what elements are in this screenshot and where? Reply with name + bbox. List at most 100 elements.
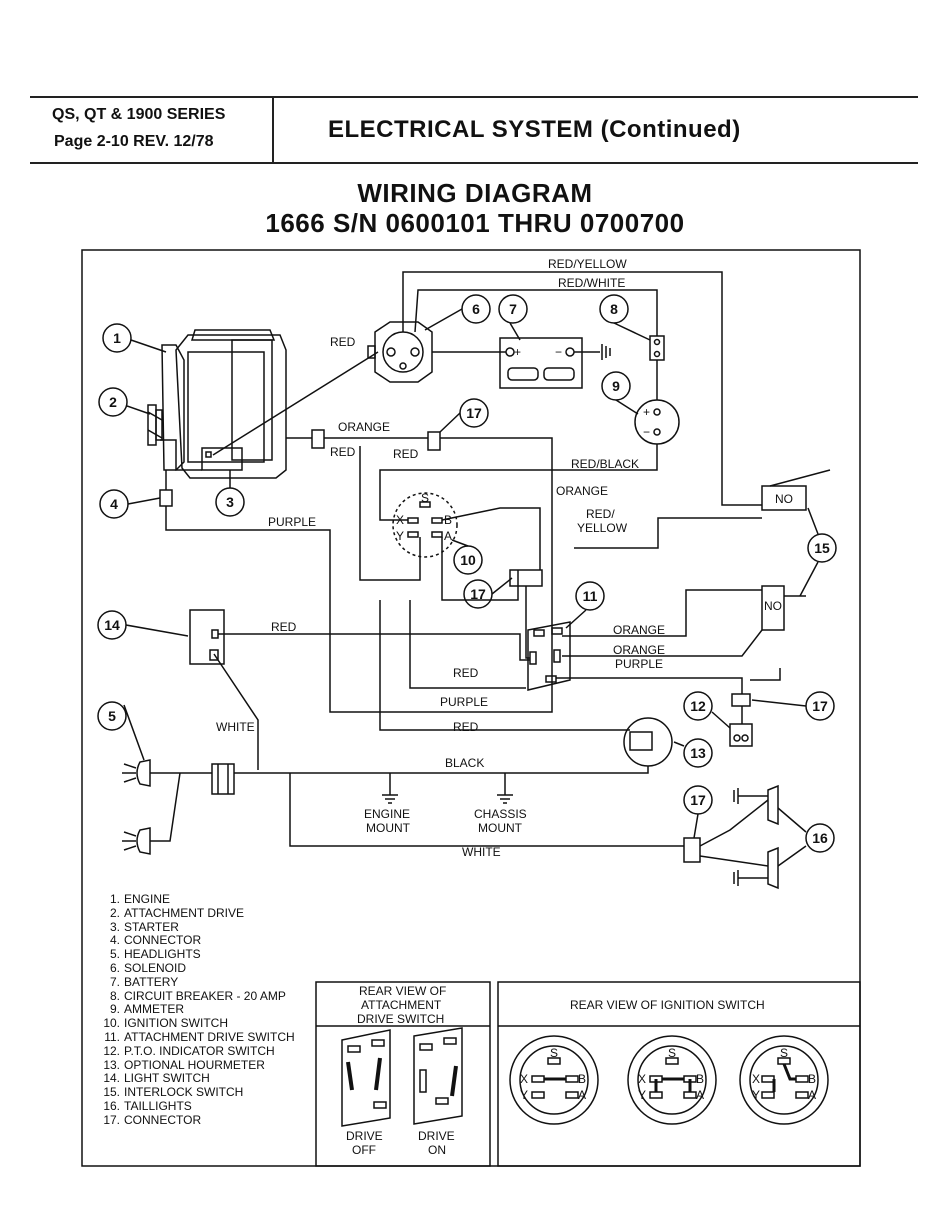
drive-on-1: DRIVE [418,1129,455,1143]
battery [499,337,583,389]
label-red-solenoid: RED [330,335,356,349]
label-minus: − [555,345,562,359]
terminal-label: A [696,1088,704,1102]
label-ign-s: S [421,491,429,505]
label-plus: + [514,345,521,359]
ammeter [634,399,680,445]
callout-10: 10 [460,552,476,568]
legend-item: 8.CIRCUIT BREAKER - 20 AMP [109,988,286,1003]
headlight-lower [136,827,151,855]
terminal-label: B [578,1072,586,1086]
label-white-bottom: WHITE [462,845,501,859]
connector-17-pto [731,693,751,707]
label-red-white: RED/WHITE [558,276,625,290]
callout-12: 12 [690,698,706,714]
label-red-a: RED [330,445,356,459]
terminal-label: S [780,1046,788,1060]
wire-red-white [414,289,658,336]
interlock-switch-lower [761,585,785,631]
label-ammeter-plus: + [643,405,650,419]
label-chassis-mount-2: MOUNT [478,821,523,835]
callout-9: 9 [612,378,620,394]
label-ign-a: A [444,529,452,543]
label-purple-r: PURPLE [615,657,663,671]
callout-16: 16 [812,830,828,846]
label-red-bottom: RED [453,720,479,734]
label-black: BLACK [445,756,484,770]
panel-a-line3: DRIVE SWITCH [357,1012,444,1026]
ignition-rear-view-3 [739,1035,829,1125]
connector-17-taillight [683,837,701,863]
callout-3: 3 [226,494,234,510]
legend-item: 14.LIGHT SWITCH [103,1071,210,1086]
drive-off-1: DRIVE [346,1129,383,1143]
label-red-black: RED/BLACK [571,457,639,471]
terminal-label: Y [520,1088,528,1102]
callout-6: 6 [472,301,480,317]
wire-red-starter [212,351,379,456]
wire-red-bottom [379,600,630,731]
terminal-label: B [808,1072,816,1086]
legend-item: 17.CONNECTOR [103,1112,202,1127]
label-engine-mount-1: ENGINE [364,807,410,821]
legend-item: 16.TAILLIGHTS [103,1098,192,1113]
callout-1: 1 [113,330,121,346]
light-switch [189,609,225,665]
callout-14: 14 [104,617,120,633]
legend-item: 12.P.T.O. INDICATOR SWITCH [103,1043,275,1058]
drive-off-switch [341,1029,391,1127]
wire-white-left [213,653,259,770]
legend-item: 3.STARTER [109,919,179,934]
callout-13: 13 [690,745,706,761]
label-ammeter-minus: − [643,425,650,439]
callout-7: 7 [509,301,517,317]
legend-item: 4.CONNECTOR [109,933,202,948]
taillight-lower [767,846,779,890]
page-header: QS, QT & 1900 SERIES Page 2-10 REV. 12/7… [30,96,918,164]
label-red-low: RED [453,666,479,680]
callout-8: 8 [610,301,618,317]
headlight-connector [211,763,235,795]
legend-item: 6.SOLENOID [109,960,187,975]
terminal-label: X [752,1072,760,1086]
attachment-drive-switch [527,621,571,691]
terminal-label: B [696,1072,704,1086]
terminal-label: X [520,1072,528,1086]
legend-item: 5.HEADLIGHTS [109,947,201,962]
label-red-light: RED [271,620,297,634]
label-red-yellow-mid-2: YELLOW [577,521,628,535]
label-ign-y: Y [396,529,404,543]
legend-item: 7.BATTERY [109,974,179,989]
wire-red-yellow [402,271,762,506]
component-legend: 1.ENGINE 2.ATTACHMENT DRIVE 3.STARTER 4.… [96,892,321,1128]
label-orange-top: ORANGE [338,420,390,434]
taillight-upper [767,784,779,826]
label-ign-b: B [444,513,452,527]
callout-17d: 17 [690,792,706,808]
engine-illustration [161,329,287,479]
wire-purple [165,437,553,713]
terminal-label: S [550,1046,558,1060]
wire-orange-r1 [562,589,762,637]
terminal-label: Y [638,1088,646,1102]
label-no-lower: NO [764,599,782,613]
terminal-label: Y [752,1088,760,1102]
ignition-panel-title: REAR VIEW OF IGNITION SWITCH [570,998,765,1012]
attachment-drive-pulley [147,404,163,446]
label-purple-low: PURPLE [440,695,488,709]
label-purple-top: PURPLE [268,515,316,529]
wire-red-black [379,444,658,521]
label-white-left: WHITE [216,720,255,734]
diagram-subtitle: 1666 S/N 0600101 THRU 0700700 [265,208,685,238]
label-red-yellow: RED/YELLOW [548,257,627,271]
connector-17-ignition [509,569,543,587]
panel-a-line1: REAR VIEW OF [359,984,446,998]
legend-item: 10.IGNITION SWITCH [103,1016,228,1031]
ignition-switch [392,492,458,558]
headlight-upper [136,759,151,787]
terminal-label: A [578,1088,586,1102]
legend-item: 2.ATTACHMENT DRIVE [109,905,245,920]
section-title: ELECTRICAL SYSTEM (Continued) [328,116,741,143]
terminal-label: S [668,1046,676,1060]
